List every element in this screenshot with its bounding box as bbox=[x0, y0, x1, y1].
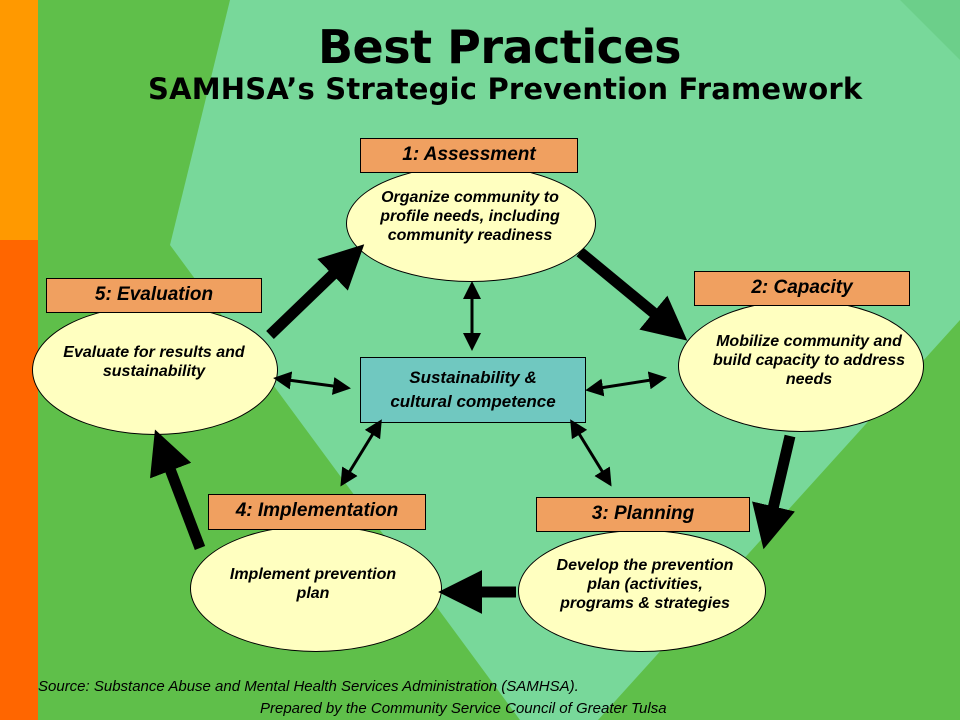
capacity-label: 2: Capacity bbox=[694, 271, 910, 306]
source-footer: Source: Substance Abuse and Mental Healt… bbox=[38, 678, 579, 695]
slide-title: Best Practices bbox=[318, 20, 681, 74]
planning-label: 3: Planning bbox=[536, 497, 750, 532]
left-stripe-top bbox=[0, 0, 38, 240]
arrow-implementation-to-evaluation bbox=[150, 429, 206, 550]
arrow-capacity-to-planning bbox=[752, 434, 796, 550]
planning-ellipse bbox=[518, 530, 766, 652]
double-arrow-center-implementation bbox=[340, 419, 382, 487]
prepared-by-footer: Prepared by the Community Service Counci… bbox=[260, 700, 667, 717]
double-arrow-center-planning bbox=[570, 419, 612, 487]
sustainability-center-box: Sustainability &cultural competence bbox=[360, 357, 586, 423]
slide-subtitle: SAMHSA’s Strategic Prevention Framework bbox=[148, 72, 863, 106]
double-arrow-center-capacity bbox=[585, 371, 667, 397]
implementation-label: 4: Implementation bbox=[208, 494, 426, 530]
double-arrow-center-evaluation bbox=[273, 371, 351, 395]
left-stripe-bottom bbox=[0, 240, 38, 720]
assessment-ellipse bbox=[346, 165, 596, 282]
evaluation-label: 5: Evaluation bbox=[46, 278, 262, 313]
assessment-label: 1: Assessment bbox=[360, 138, 578, 173]
arrow-assessment-to-capacity bbox=[576, 247, 688, 341]
arrow-evaluation-to-assessment bbox=[266, 244, 365, 339]
capacity-ellipse bbox=[678, 300, 924, 432]
